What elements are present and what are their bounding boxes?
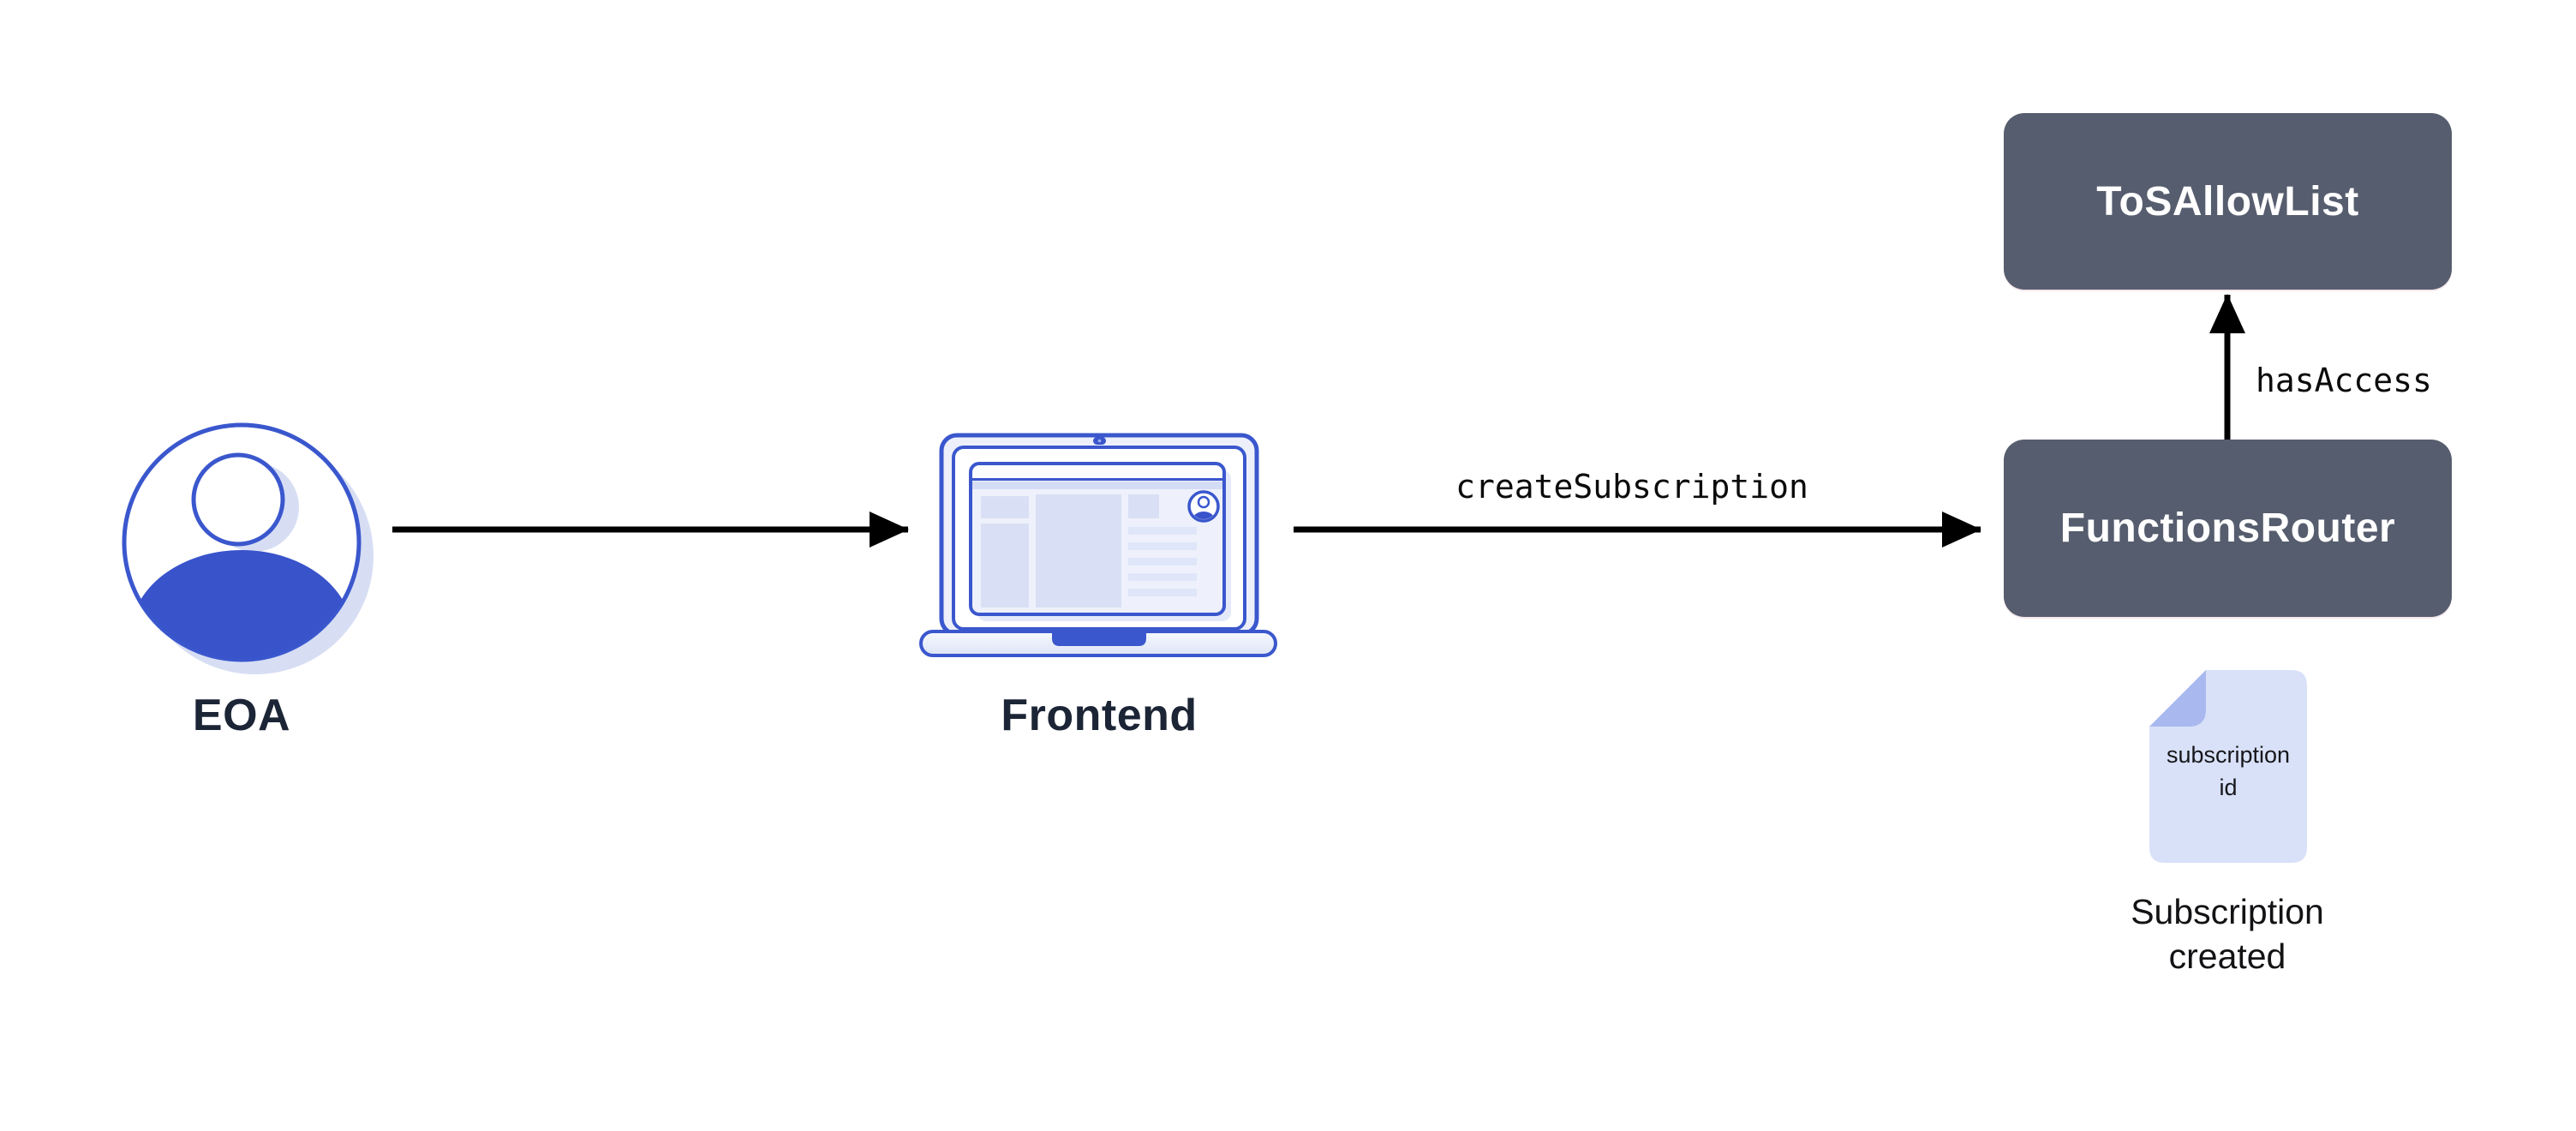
node-eoa <box>111 411 386 685</box>
laptop-icon <box>919 433 1277 657</box>
caption-line1: Subscription <box>2131 892 2324 931</box>
node-tosallowlist-label: ToSAllowList <box>2096 178 2359 224</box>
node-tosallowlist: ToSAllowList <box>2004 113 2452 290</box>
document-text: subscription id <box>2149 739 2307 804</box>
document-text-line2: id <box>2219 775 2238 800</box>
edge-label-hasaccess: hasAccess <box>2256 362 2432 399</box>
node-eoa-label: EOA <box>192 691 291 740</box>
node-functionsrouter: FunctionsRouter <box>2004 440 2452 617</box>
user-avatar-icon <box>122 422 374 674</box>
browser-user-avatar-icon <box>1187 490 1220 523</box>
subscription-created-caption: Subscription created <box>2099 889 2356 978</box>
document-text-line1: subscription <box>2166 742 2291 768</box>
document-icon <box>2149 670 2307 863</box>
node-functionsrouter-label: FunctionsRouter <box>2059 506 2396 551</box>
caption-line2: created <box>2168 937 2286 976</box>
node-frontend <box>918 431 1278 658</box>
subscription-artifact <box>2149 670 2307 863</box>
node-frontend-label: Frontend <box>1001 691 1198 740</box>
edge-label-createsubscription: createSubscription <box>1455 468 1808 506</box>
